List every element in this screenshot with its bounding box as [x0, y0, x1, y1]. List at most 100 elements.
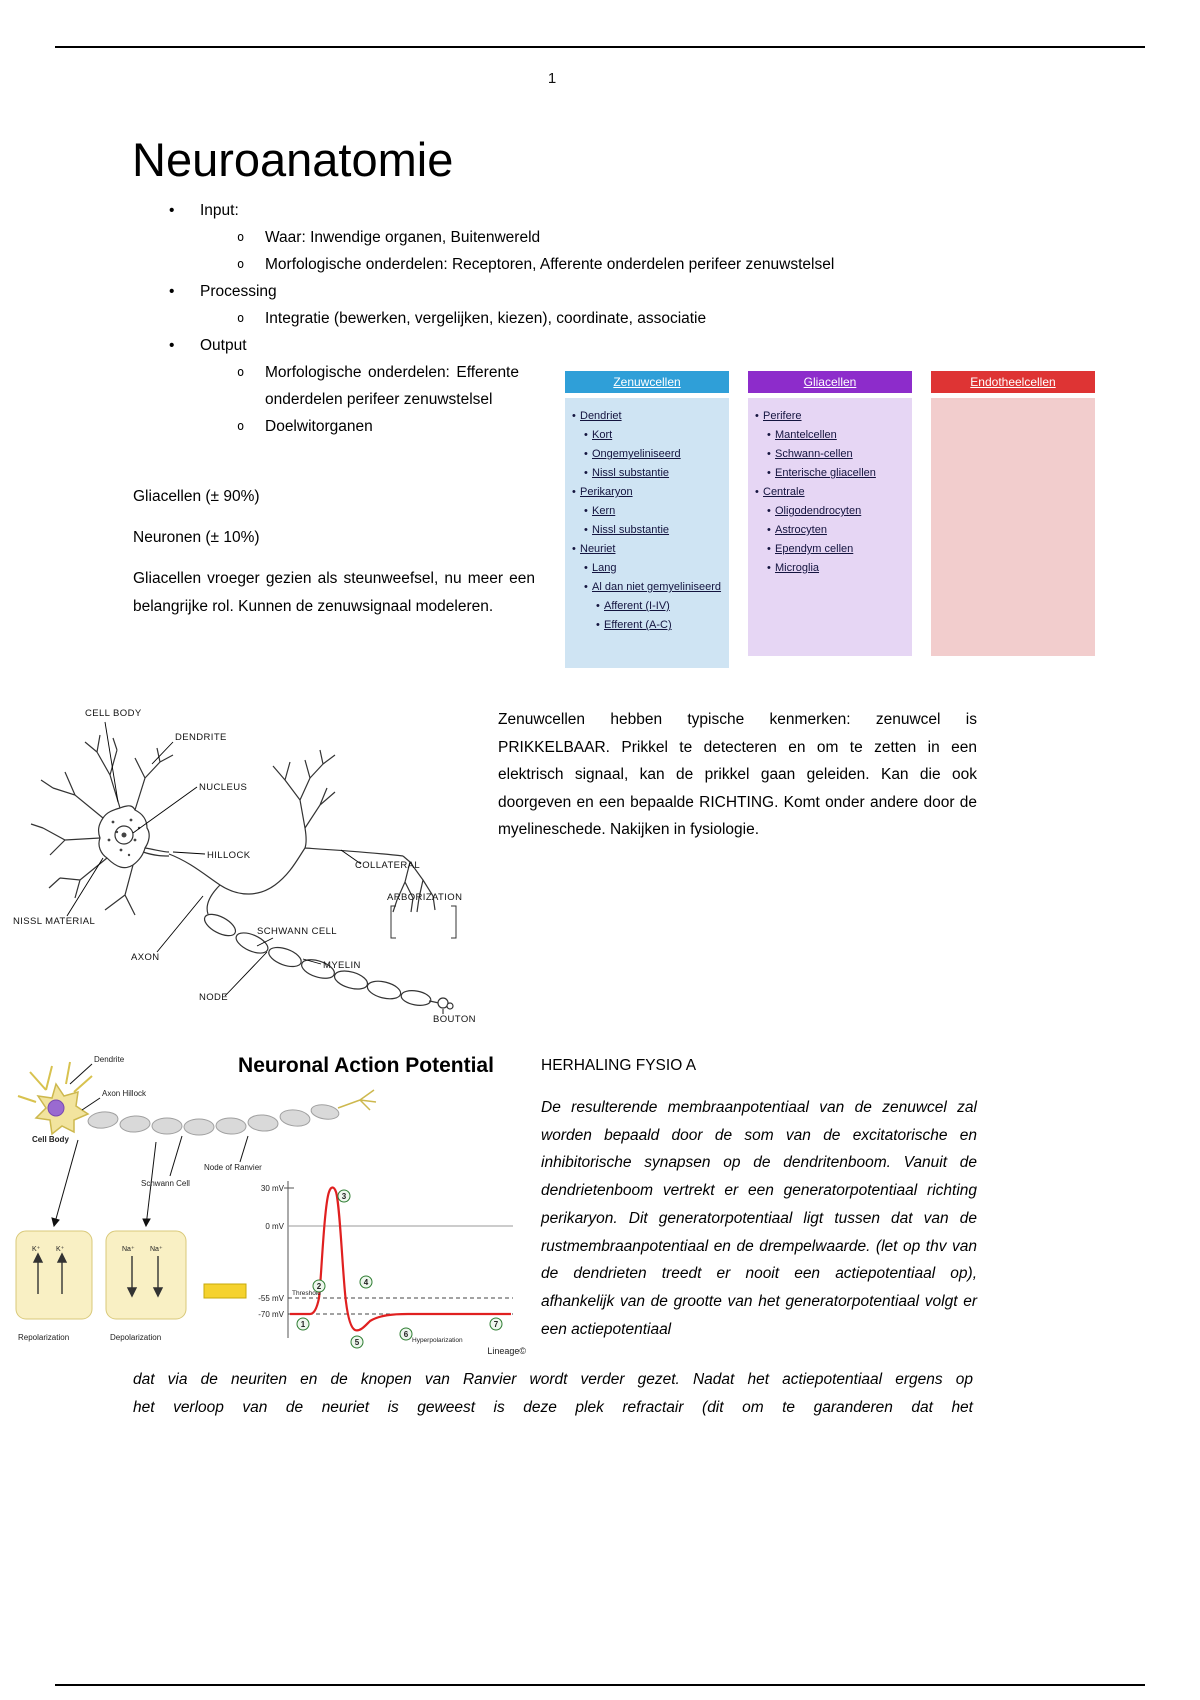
outline-list: Input: Waar: Inwendige organen, Buitenwe…: [133, 197, 1033, 440]
box-item-label: Efferent (A-C): [604, 619, 672, 631]
nissl-material-label: NISSL MATERIAL: [13, 916, 95, 927]
outline-subitem: Morfologische onderdelen: Efferente onde…: [133, 359, 1033, 413]
endotheelcellen-box-body: [931, 398, 1095, 656]
step-markers: 1 2 3 4 5 6 7: [296, 1189, 503, 1349]
step-number: 6: [404, 1330, 409, 1339]
box-item: Nissl substantie: [569, 521, 724, 540]
box-item: Astrocyten: [752, 521, 907, 540]
gliacellen-box: Gliacellen Perifere Mantelcellen Schwann…: [748, 371, 912, 668]
cell-body-label: CELL BODY: [85, 708, 142, 719]
arborization-label: ARBORIZATION: [387, 892, 462, 903]
box-item-label: Al dan niet gemyeliniseerd: [592, 581, 722, 593]
box-item-label: Perifere: [763, 410, 802, 422]
box-item-label: Kort: [592, 429, 613, 441]
box-item-label: Astrocyten: [775, 524, 827, 536]
stimulus-box: [203, 1283, 247, 1299]
hillock-label: HILLOCK: [207, 850, 251, 861]
herhaling-paragraph: De resulterende membraanpotentiaal van d…: [541, 1099, 977, 1338]
step-number: 7: [494, 1320, 499, 1329]
schwann-cell-label: SCHWANN CELL: [257, 926, 337, 937]
box-item-label: Neuriet: [580, 543, 616, 555]
zenuwcellen-box: Zenuwcellen Dendriet Kort Ongemyelinisee…: [565, 371, 729, 668]
gliacellen-percentage: Gliacellen (± 90%): [133, 488, 260, 505]
outline-label: Morfologische onderdelen: Efferente onde…: [265, 364, 519, 408]
outline-subitem: Waar: Inwendige organen, Buitenwereld: [133, 224, 1033, 251]
box-item: Centrale: [752, 483, 907, 502]
outline-label: Input:: [200, 202, 239, 219]
na-ion-label: Na⁺: [150, 1246, 163, 1253]
axon-label: AXON: [131, 952, 160, 963]
header-rule: [55, 46, 1145, 48]
mv-minus55-label: -55 mV: [258, 1294, 284, 1303]
step-number: 3: [342, 1192, 347, 1201]
endotheelcellen-box-header: Endotheelcellen: [931, 371, 1095, 393]
node-label: NODE: [199, 992, 228, 1003]
hyperpolarization-label: Hyperpolarization: [412, 1337, 463, 1344]
box-item: Efferent (A-C): [569, 616, 724, 635]
outline-subitem: Doelwitorganen: [133, 413, 1033, 440]
repolarization-box: [15, 1230, 93, 1320]
ap-neuron-drawing: K⁺ K⁺ Na⁺ Na⁺: [15, 1061, 377, 1320]
ap-depolarization-label: Depolarization: [110, 1333, 161, 1342]
step-number: 4: [364, 1278, 369, 1287]
endotheelcellen-box: Endotheelcellen: [931, 371, 1095, 668]
ap-myelin-chain: [87, 1104, 340, 1136]
herhaling-section: HERHALING FYSIO A De resulterende membra…: [541, 1052, 977, 1343]
continuation-text: dat via de neuriten en de knopen van Ran…: [133, 1366, 973, 1421]
neuronen-percentage: Neuronen (± 10%): [133, 529, 260, 546]
nucleus-label: NUCLEUS: [199, 782, 247, 793]
box-item: Kern: [569, 502, 724, 521]
collateral-shape: [304, 847, 404, 857]
box-item: Oligodendrocyten: [752, 502, 907, 521]
box-item-label: Perikaryon: [580, 486, 633, 498]
ap-dendrite-label: Dendrite: [94, 1055, 125, 1064]
step-number: 5: [355, 1338, 360, 1347]
step-number: 2: [317, 1282, 322, 1291]
myelin-label: MYELIN: [323, 960, 361, 971]
bouton-label: BOUTON: [433, 1014, 476, 1025]
box-item-label: Centrale: [763, 486, 805, 498]
box-item-label: Kern: [592, 505, 616, 517]
bouton-shape: [437, 997, 449, 1009]
box-item-label: Dendriet: [580, 410, 622, 422]
box-item: Microglia: [752, 559, 907, 578]
box-item: Perifere: [752, 407, 907, 426]
diagram-labels: CELL BODY DENDRITE NUCLEUS HILLOCK NISSL…: [13, 708, 476, 1025]
zenuwcellen-box-body: Dendriet Kort Ongemyeliniseerd Nissl sub…: [565, 398, 729, 668]
outline-item-processing: Processing: [133, 278, 1033, 305]
ap-cell-body-label: Cell Body: [32, 1135, 69, 1144]
page-title: Neuroanatomie: [132, 133, 454, 186]
box-item-label: Nissl substantie: [592, 524, 670, 536]
box-item: Neuriet: [569, 540, 724, 559]
outline-label: Output: [200, 337, 247, 354]
box-item: Afferent (I-IV): [569, 597, 724, 616]
threshold-label: Threshold: [292, 1290, 321, 1297]
box-item: Perikaryon: [569, 483, 724, 502]
box-item: Nissl substantie: [569, 464, 724, 483]
action-potential-figure: Neuronal Action Potential: [15, 1054, 526, 1356]
ap-repolarization-label: Repolarization: [18, 1333, 69, 1342]
box-item: Kort: [569, 426, 724, 445]
box-item: Schwann-cellen: [752, 445, 907, 464]
outline-label: Integratie (bewerken, vergelijken, kieze…: [265, 310, 707, 327]
hillock-shape: [144, 847, 170, 853]
neuron-drawing: [30, 734, 457, 1010]
ap-labels: Dendrite Axon Hillock Cell Body Schwann …: [18, 1055, 262, 1342]
na-ion-label: Na⁺: [122, 1246, 135, 1253]
box-item: Dendriet: [569, 407, 724, 426]
intro-text-block: Gliacellen (± 90%) Neuronen (± 10%) Glia…: [133, 483, 535, 620]
arborization-bracket: [390, 905, 457, 939]
herhaling-heading: HERHALING FYSIO A: [541, 1057, 697, 1074]
outline-label: Doelwitorganen: [265, 418, 373, 435]
ap-axon-hillock-label: Axon Hillock: [102, 1089, 147, 1098]
box-item-label: Afferent (I-IV): [604, 600, 670, 612]
box-item-label: Oligodendrocyten: [775, 505, 862, 517]
ap-schwann-cell-label: Schwann Cell: [141, 1179, 190, 1188]
gliacellen-box-header: Gliacellen: [748, 371, 912, 393]
outline-item-input: Input:: [133, 197, 1033, 224]
outline-label: Morfologische onderdelen: Receptoren, Af…: [265, 256, 835, 273]
box-item: Al dan niet gemyeliniseerd: [569, 578, 724, 597]
nucleus-shape: [114, 825, 134, 845]
box-item: Ongemyeliniseerd: [569, 445, 724, 464]
